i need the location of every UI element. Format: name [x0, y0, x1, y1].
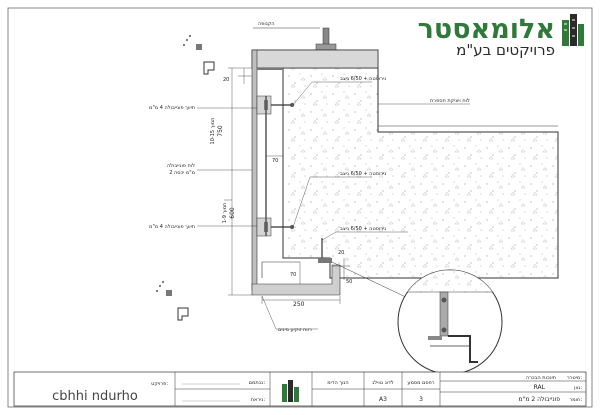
building-logo-icon [562, 14, 584, 46]
tb-subject-label: מיטרר: [567, 375, 582, 381]
dim-1-9: 1-9 תמוך [222, 203, 228, 224]
tb-color-value: RAL [534, 384, 546, 391]
tb-prepared-label: נכתמם: [249, 380, 266, 386]
tb-drawing-no-label: רפסם מסמע [407, 380, 434, 386]
tb-material-value: פונייבולה 2 מ"מ [519, 396, 561, 403]
dim-600: 600 [229, 207, 236, 219]
tb-subject-value: תינכות הבכרה [526, 375, 556, 381]
label-nut-top: נירוסטה + 6/50 ניצב [340, 76, 386, 82]
dim-70-mid: 70 [272, 158, 278, 164]
spray-icon-bottom [156, 281, 189, 321]
label-angle-bottom: תיווך פונייבולה 4 מ"מ [149, 224, 195, 230]
lamp-fixture: הקנופה [253, 21, 337, 51]
label-profile: לוח פונייבולה [167, 163, 195, 169]
leaders: נירוסטה + 6/50 ניצב תיווך פונייבולה 4 מ"… [149, 76, 408, 333]
label-nut-middle: נירוסטה + 6/50 ניצב [340, 171, 386, 177]
dim-50: 50 [346, 279, 352, 285]
dimensions [224, 67, 350, 304]
label-profile-2: 2 מ"מ יכסה [169, 170, 195, 176]
title-block-logo-icon [282, 380, 299, 402]
tb-project-label: פרויקט: [151, 381, 168, 387]
tb-sheet-value: A3 [379, 396, 387, 403]
tb-material-label: חומר: [569, 397, 582, 403]
dim-750: 750 [217, 125, 224, 137]
dim-70-bottom: 70 [290, 272, 296, 278]
tb-sheet-label: לדוג גווילג [372, 380, 394, 386]
logo-name: אלומאסטר [418, 14, 555, 45]
logo-subtitle: פרויקטים בע"מ [456, 41, 555, 59]
dim-20-bottom: 20 [338, 250, 344, 256]
detail-callout [331, 261, 503, 375]
tb-designer-label: הנוך הדימ [327, 380, 348, 386]
tb-checked-label: ניראת: [251, 397, 266, 403]
spray-icon-top [183, 35, 215, 75]
dimension-texts: 20 750 10-15 תמוך 70 600 1-9 תמוך 20 70 … [210, 77, 352, 308]
dim-250: 250 [293, 301, 305, 308]
concrete-structure: לוח ויציקת חספרת [251, 49, 559, 279]
title-block: פרויקט: cbhhi ndurho נכתמם: ניראת: הנוך … [13, 371, 587, 407]
company-logo: אלומאסטר פרויקטים בע"מ [418, 14, 584, 59]
label-angle-top: תיווך פונייבולה 4 מ"מ [149, 105, 195, 111]
dim-10-15: 10-15 תמוך [210, 118, 216, 145]
tb-drawing-no-value: 3 [419, 396, 423, 403]
label-reinforced-concrete: לוח ויציקת חספרת [430, 98, 470, 104]
tb-color-label: גוון: [574, 385, 582, 391]
anchor-bottom [318, 238, 332, 263]
label-bottom-profile: רווח זוקיע מינים [278, 327, 312, 333]
sheet-frame [7, 7, 593, 408]
tb-project-value: cbhhi ndurho [52, 389, 138, 404]
dim-20-top: 20 [223, 77, 229, 83]
label-nut-bottom: נירוסטה + 6/50 ניצב [340, 226, 386, 232]
label-lamp: הקנופה [258, 21, 275, 27]
